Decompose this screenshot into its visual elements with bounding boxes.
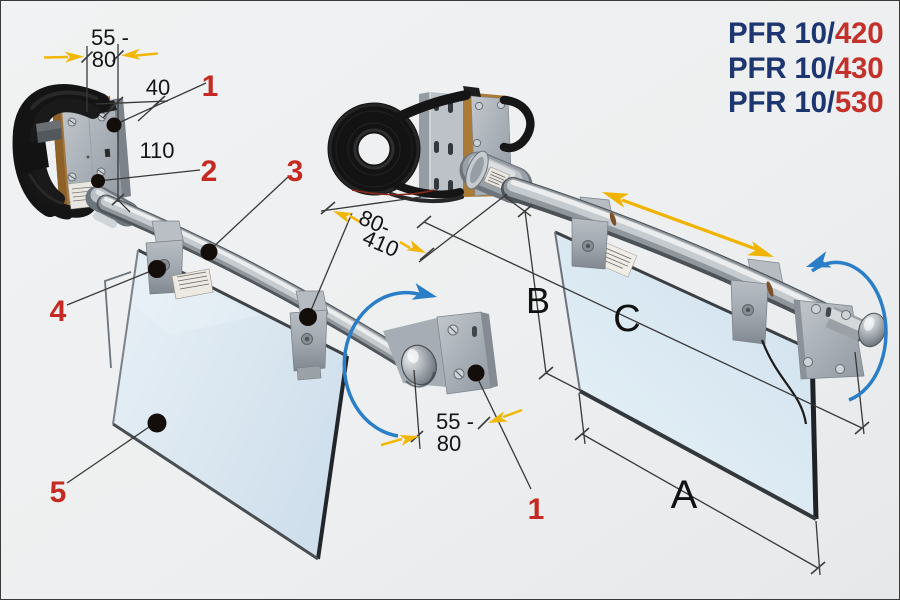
svg-text:C: C — [613, 298, 640, 340]
svg-text:PFR 10/430: PFR 10/430 — [728, 52, 883, 85]
svg-text:3: 3 — [287, 155, 304, 188]
svg-text:55 -: 55 - — [436, 409, 474, 434]
svg-text:55 -: 55 - — [91, 25, 129, 50]
svg-text:5: 5 — [50, 476, 67, 509]
svg-text:80: 80 — [437, 431, 461, 456]
svg-text:PFR 10/420: PFR 10/420 — [728, 17, 883, 50]
svg-text:40: 40 — [146, 75, 170, 100]
svg-text:80: 80 — [92, 47, 116, 72]
svg-text:1: 1 — [202, 70, 219, 103]
svg-text:1: 1 — [528, 493, 545, 526]
svg-text:110: 110 — [139, 138, 174, 163]
svg-text:2: 2 — [201, 155, 218, 188]
svg-text:A: A — [671, 473, 698, 517]
svg-text:B: B — [526, 280, 550, 321]
svg-text:4: 4 — [50, 295, 67, 328]
svg-text:PFR 10/530: PFR 10/530 — [728, 86, 883, 119]
